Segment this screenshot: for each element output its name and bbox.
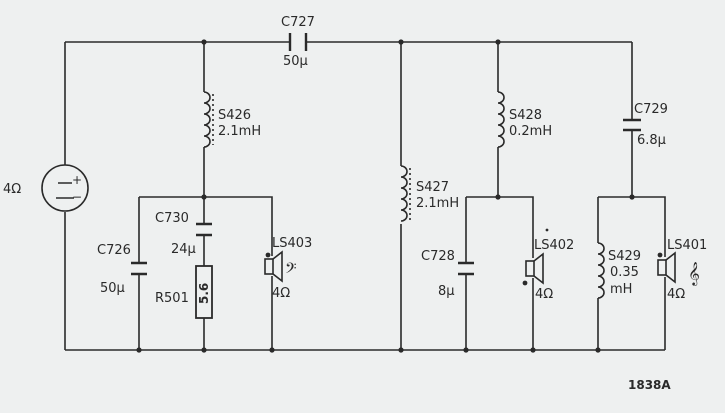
speaker-ls402: LS402 4Ω <box>522 228 574 302</box>
c730-value: 24μ <box>171 242 196 257</box>
s427-name: S427 <box>416 180 449 195</box>
wiring <box>64 41 666 351</box>
c726-name: C726 <box>97 243 131 258</box>
capacitor-c726: C726 50μ <box>97 243 147 296</box>
s427-value: 2.1mH <box>416 196 459 211</box>
c728-name: C728 <box>421 249 455 264</box>
capacitor-c727: C727 50μ <box>281 15 315 69</box>
s429-value1: 0.35 <box>610 265 639 280</box>
c726-value: 50μ <box>100 281 125 296</box>
ls401-symbol: 𝄞 <box>688 261 700 286</box>
ls402-value: 4Ω <box>535 287 553 302</box>
r501-name: R501 <box>155 291 189 306</box>
s428-value: 0.2mH <box>509 124 552 139</box>
s429-name: S429 <box>608 249 641 264</box>
s429-value2: mH <box>610 282 632 297</box>
c728-value: 8μ <box>438 284 455 299</box>
ls401-name: LS401 <box>667 238 707 253</box>
c730-name: C730 <box>155 211 189 226</box>
resistor-r501: 5.6 R501 <box>155 265 213 319</box>
ls403-symbol: 𝄢 <box>285 260 297 281</box>
capacitor-c730: C730 24μ <box>155 211 212 257</box>
ls403-name: LS403 <box>272 236 312 251</box>
inductor-s427: S427 2.1mH <box>400 165 459 222</box>
ls401-value: 4Ω <box>667 287 685 302</box>
source-minus: − <box>72 190 82 204</box>
c729-value: 6.8μ <box>637 133 666 148</box>
junction-dots <box>136 39 635 353</box>
s426-value: 2.1mH <box>218 124 261 139</box>
ls402-name: LS402 <box>534 238 574 253</box>
s426-name: S426 <box>218 108 251 123</box>
figure-number: 1838A <box>628 378 671 392</box>
ls403-value: 4Ω <box>272 286 290 301</box>
c727-value: 50μ <box>283 54 308 69</box>
speaker-ls403: 𝄢 LS403 4Ω <box>264 236 312 301</box>
capacitor-c728: C728 8μ <box>421 249 474 299</box>
signal-source: + − 4Ω <box>3 164 89 212</box>
source-plus: + <box>72 173 82 187</box>
inductor-s428: S428 0.2mH <box>497 91 552 148</box>
r501-value: 5.6 <box>197 283 211 304</box>
c729-name: C729 <box>634 102 668 117</box>
c727-name: C727 <box>281 15 315 30</box>
inductor-s429: S429 0.35 mH <box>597 242 641 299</box>
capacitor-c729: C729 6.8μ <box>623 102 668 148</box>
speaker-ls401: 𝄞 LS401 4Ω <box>657 238 707 302</box>
inductor-s426: S426 2.1mH <box>203 91 261 148</box>
s428-name: S428 <box>509 108 542 123</box>
source-impedance: 4Ω <box>3 182 21 197</box>
